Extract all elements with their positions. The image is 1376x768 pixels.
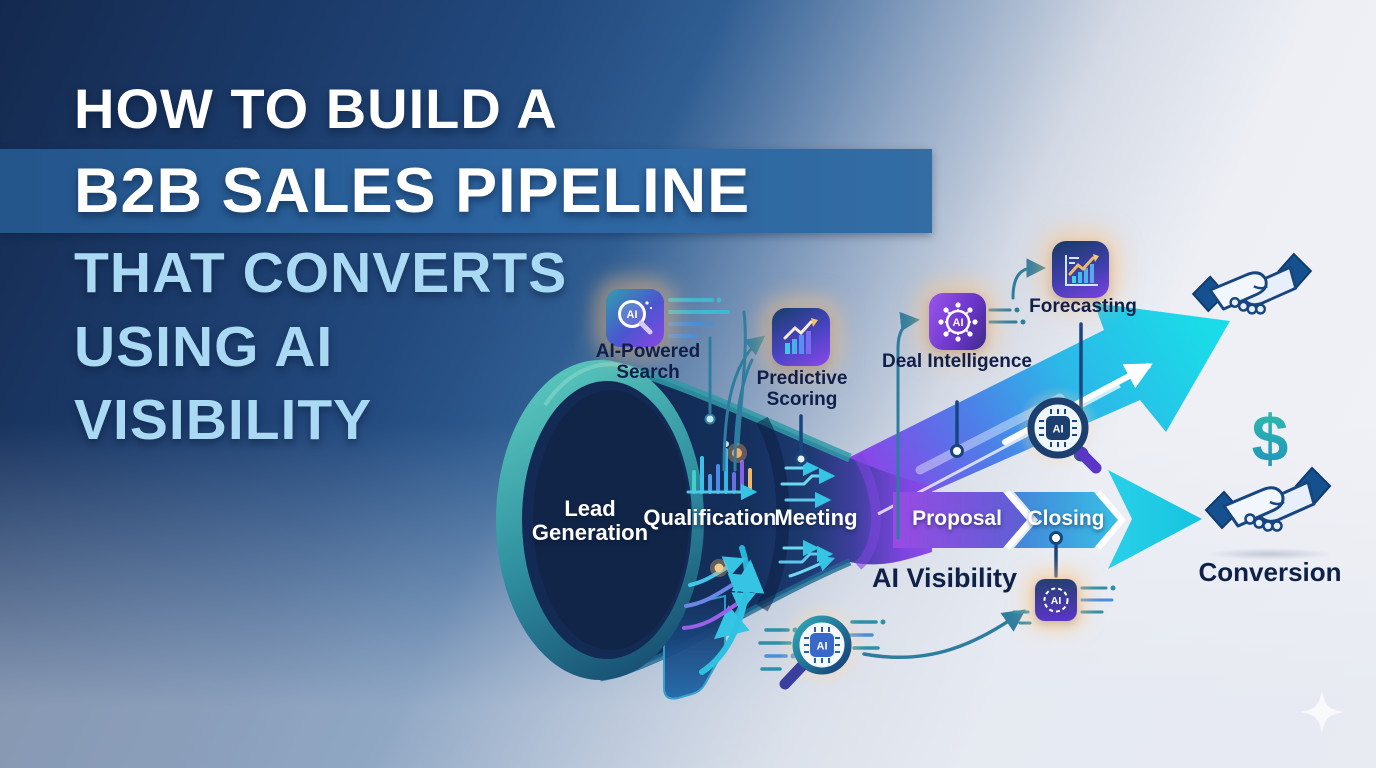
page-title-line-2: B2B SALES PIPELINE [74,156,751,226]
ai-chip-glyph: AI [1043,587,1069,613]
qualification-chart-glyph [686,441,758,501]
deal-intelligence-icon: AI [929,293,986,350]
feature-label-predictive-scoring: Predictive Scoring [756,368,848,410]
stage-label-qualification: Qualification [643,505,777,530]
stage-band [893,470,1202,569]
funnel-flow-arrows [682,459,836,675]
ai-badge: AI [1051,595,1062,607]
funnel-rim [496,360,704,680]
magnifier-ai-glyph: AI [618,300,653,335]
forecasting-icon [1052,241,1109,298]
score-chart-glyph [783,318,818,354]
page-title-line-3: THAT CONVERTS [74,241,568,305]
stage-label-proposal: Proposal [912,507,1002,530]
ai-visibility-chip-icon: AI [1035,579,1077,621]
ai-badge: AI [1053,424,1064,436]
stage-label-lead-generation: Lead Generation [531,496,649,545]
band-arrowhead [1108,470,1202,569]
title-banner [0,149,932,233]
ai-badge: AI [627,309,638,321]
stage-label-meeting: Meeting [774,505,858,530]
handshake-icon-top [1191,252,1313,315]
forecast-chart-glyph [1064,253,1099,286]
page-title-line-1: HOW TO BUILD A [74,77,558,140]
handshake-icon-conversion [1204,466,1332,532]
page-title-line-4: USING AI [74,315,334,379]
feature-label-deal-intelligence: Deal Intelligence [882,351,1032,372]
page-title-line-5: VISIBILITY [74,388,373,452]
feature-label-forecasting: Forecasting [1029,296,1137,317]
ai-powered-search-icon: AI [606,289,664,347]
ai-badge: AI [817,641,828,653]
ai-chip-magnifier-icon: AI [1016,386,1102,474]
ai-search-magnifier-icon: AI [778,601,866,690]
sparkle-icon [1300,690,1344,734]
feature-label-ai-powered-search: AI-Powered Search [595,341,701,383]
ai-badge: AI [952,317,963,329]
ai-network-glyph: AI [937,301,978,342]
predictive-scoring-icon [772,308,830,366]
conversion-label: Conversion [1198,557,1342,587]
dollar-icon: $ [1236,400,1304,476]
ai-visibility-label: AI Visibility [872,563,1018,593]
handshake-shadow [1206,548,1334,560]
stage-label-closing: Closing [1027,507,1105,530]
